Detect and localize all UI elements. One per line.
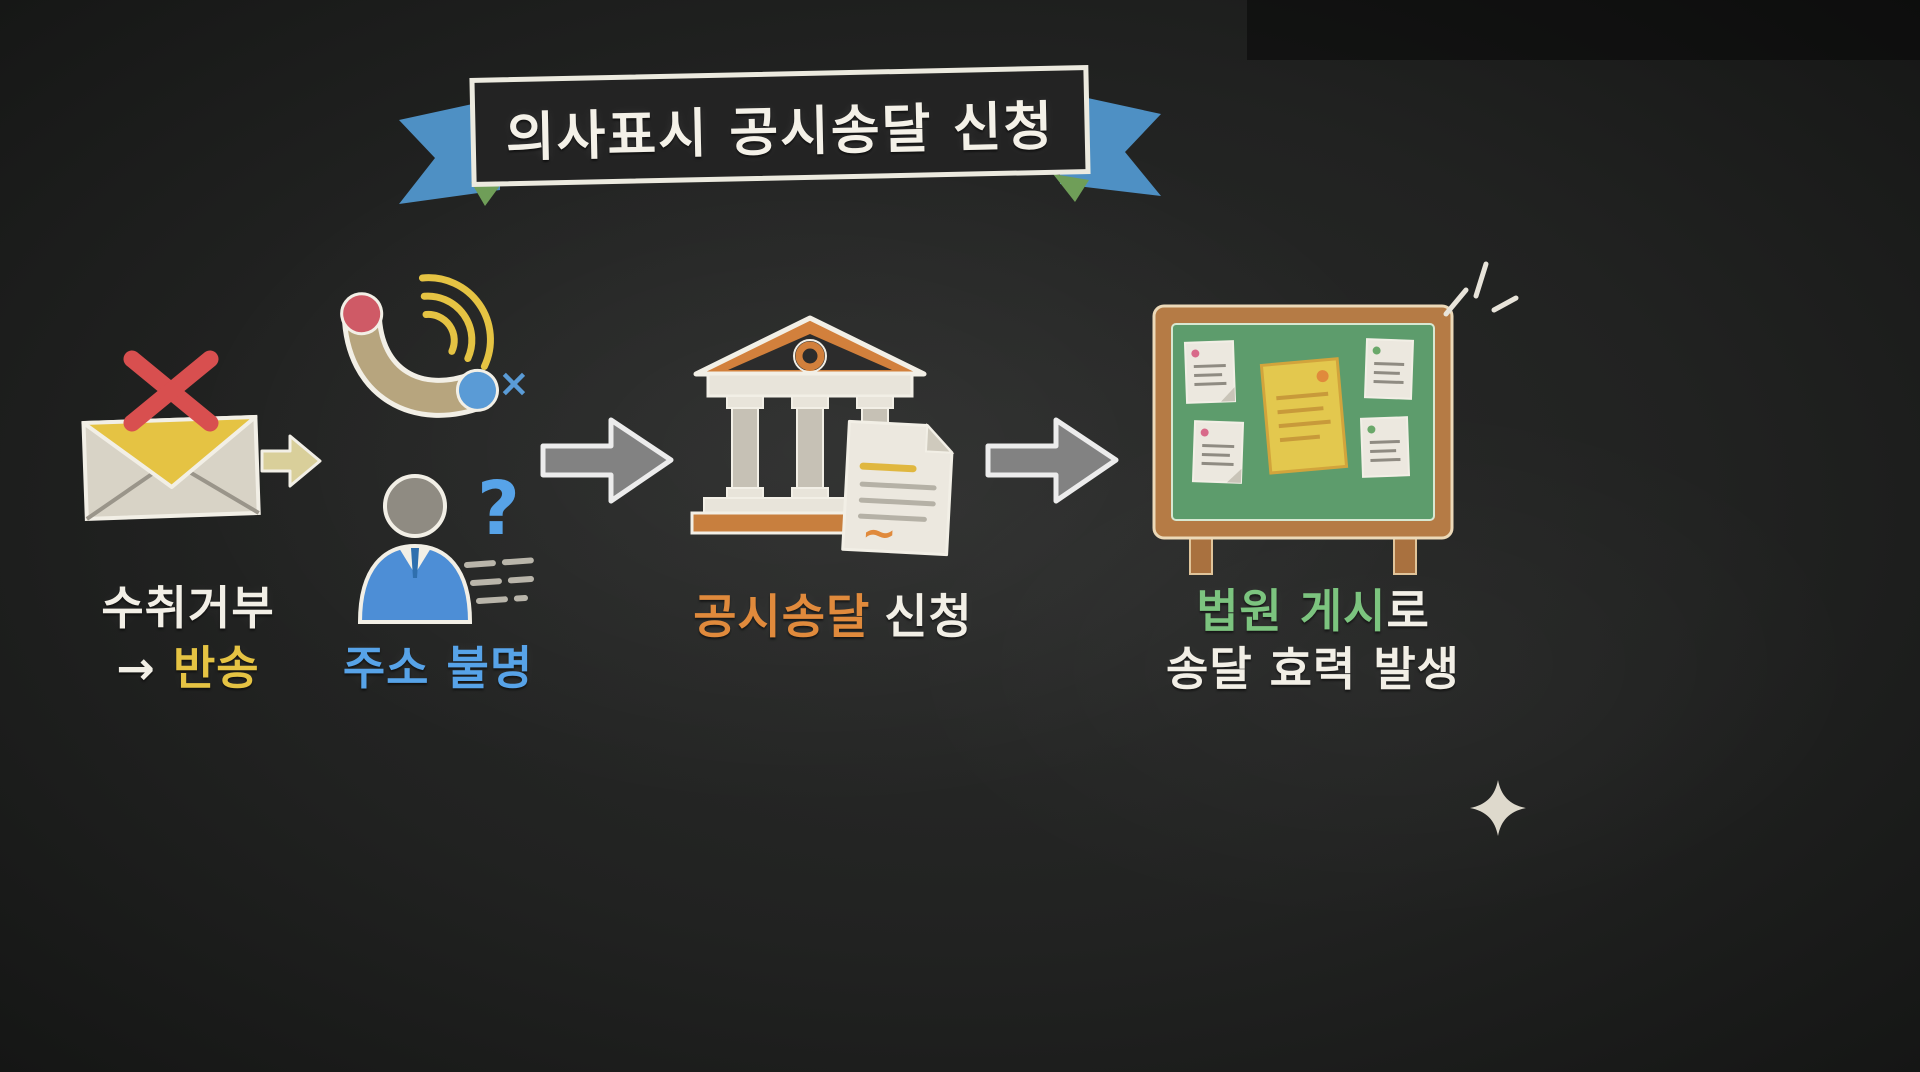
title-banner: 의사표시 공시송달 신청: [385, 62, 1175, 212]
posted-paper-4: [1359, 416, 1411, 478]
person-head: [383, 474, 447, 538]
page-title: 의사표시 공시송달 신청: [505, 96, 1055, 169]
application-document-icon: ~: [841, 419, 955, 558]
sparkle-icon: [1470, 780, 1526, 836]
doc-lines-gray: [857, 481, 937, 522]
banner-board: [469, 65, 1091, 187]
entablature: [706, 372, 914, 398]
envelope-returned-icon: [81, 350, 322, 522]
top-shade: [1247, 0, 1920, 60]
doc-line-yellow: [859, 462, 917, 473]
envelope-icon: [81, 414, 261, 522]
question-mark: ?: [477, 466, 520, 552]
flow-arrow-icon: [540, 417, 674, 504]
posted-paper-1: [1183, 340, 1237, 404]
step4-line2: 송달 효력 발생: [1166, 642, 1460, 696]
posted-paper-2: [1363, 338, 1415, 400]
step4-suffix: 로: [1386, 584, 1430, 638]
courthouse-icon: [690, 315, 930, 535]
x-mark-icon: [123, 350, 219, 432]
return-arrow-icon: [260, 434, 322, 488]
step4-highlight: 법원 게시: [1196, 584, 1387, 638]
step4-label: 법원 게시로 송달 효력 발생: [1158, 582, 1468, 698]
person-tie: [411, 548, 419, 578]
step3-highlight: 공시송달: [693, 590, 871, 645]
posted-notice-center: [1259, 357, 1349, 475]
call-fail-mark: ×: [498, 361, 530, 405]
unknown-person-icon: ?: [357, 466, 540, 624]
posted-paper-3: [1191, 420, 1245, 484]
paper-fold: [924, 422, 955, 454]
step2-label: 주소 불명: [342, 641, 534, 695]
sparkle-lines-icon: [1443, 261, 1519, 317]
sound-waves-icon: [418, 274, 494, 370]
person-body: [357, 543, 473, 624]
handset-icon: [340, 292, 499, 418]
banner-ribbon-icon: [399, 65, 1161, 206]
round-window: [795, 341, 825, 371]
window-ring-outer: [793, 339, 827, 373]
step1-line1: 수취거부: [101, 581, 275, 635]
court-bulletin-board-icon: [1152, 304, 1454, 575]
phone-call-icon: ×: [340, 274, 530, 418]
step1-line2: 반송: [172, 641, 260, 695]
ribbon-right-leaf-icon: [1053, 174, 1089, 202]
doc-squiggle-mark: ~: [860, 507, 898, 558]
flow-arrow-icon: [985, 417, 1119, 504]
step1-arrow-glyph: →: [116, 641, 156, 695]
motion-lines-icon: [464, 557, 540, 604]
step3-rest: 신청: [884, 590, 973, 645]
step1-label: 수취거부 → 반송: [48, 578, 328, 698]
